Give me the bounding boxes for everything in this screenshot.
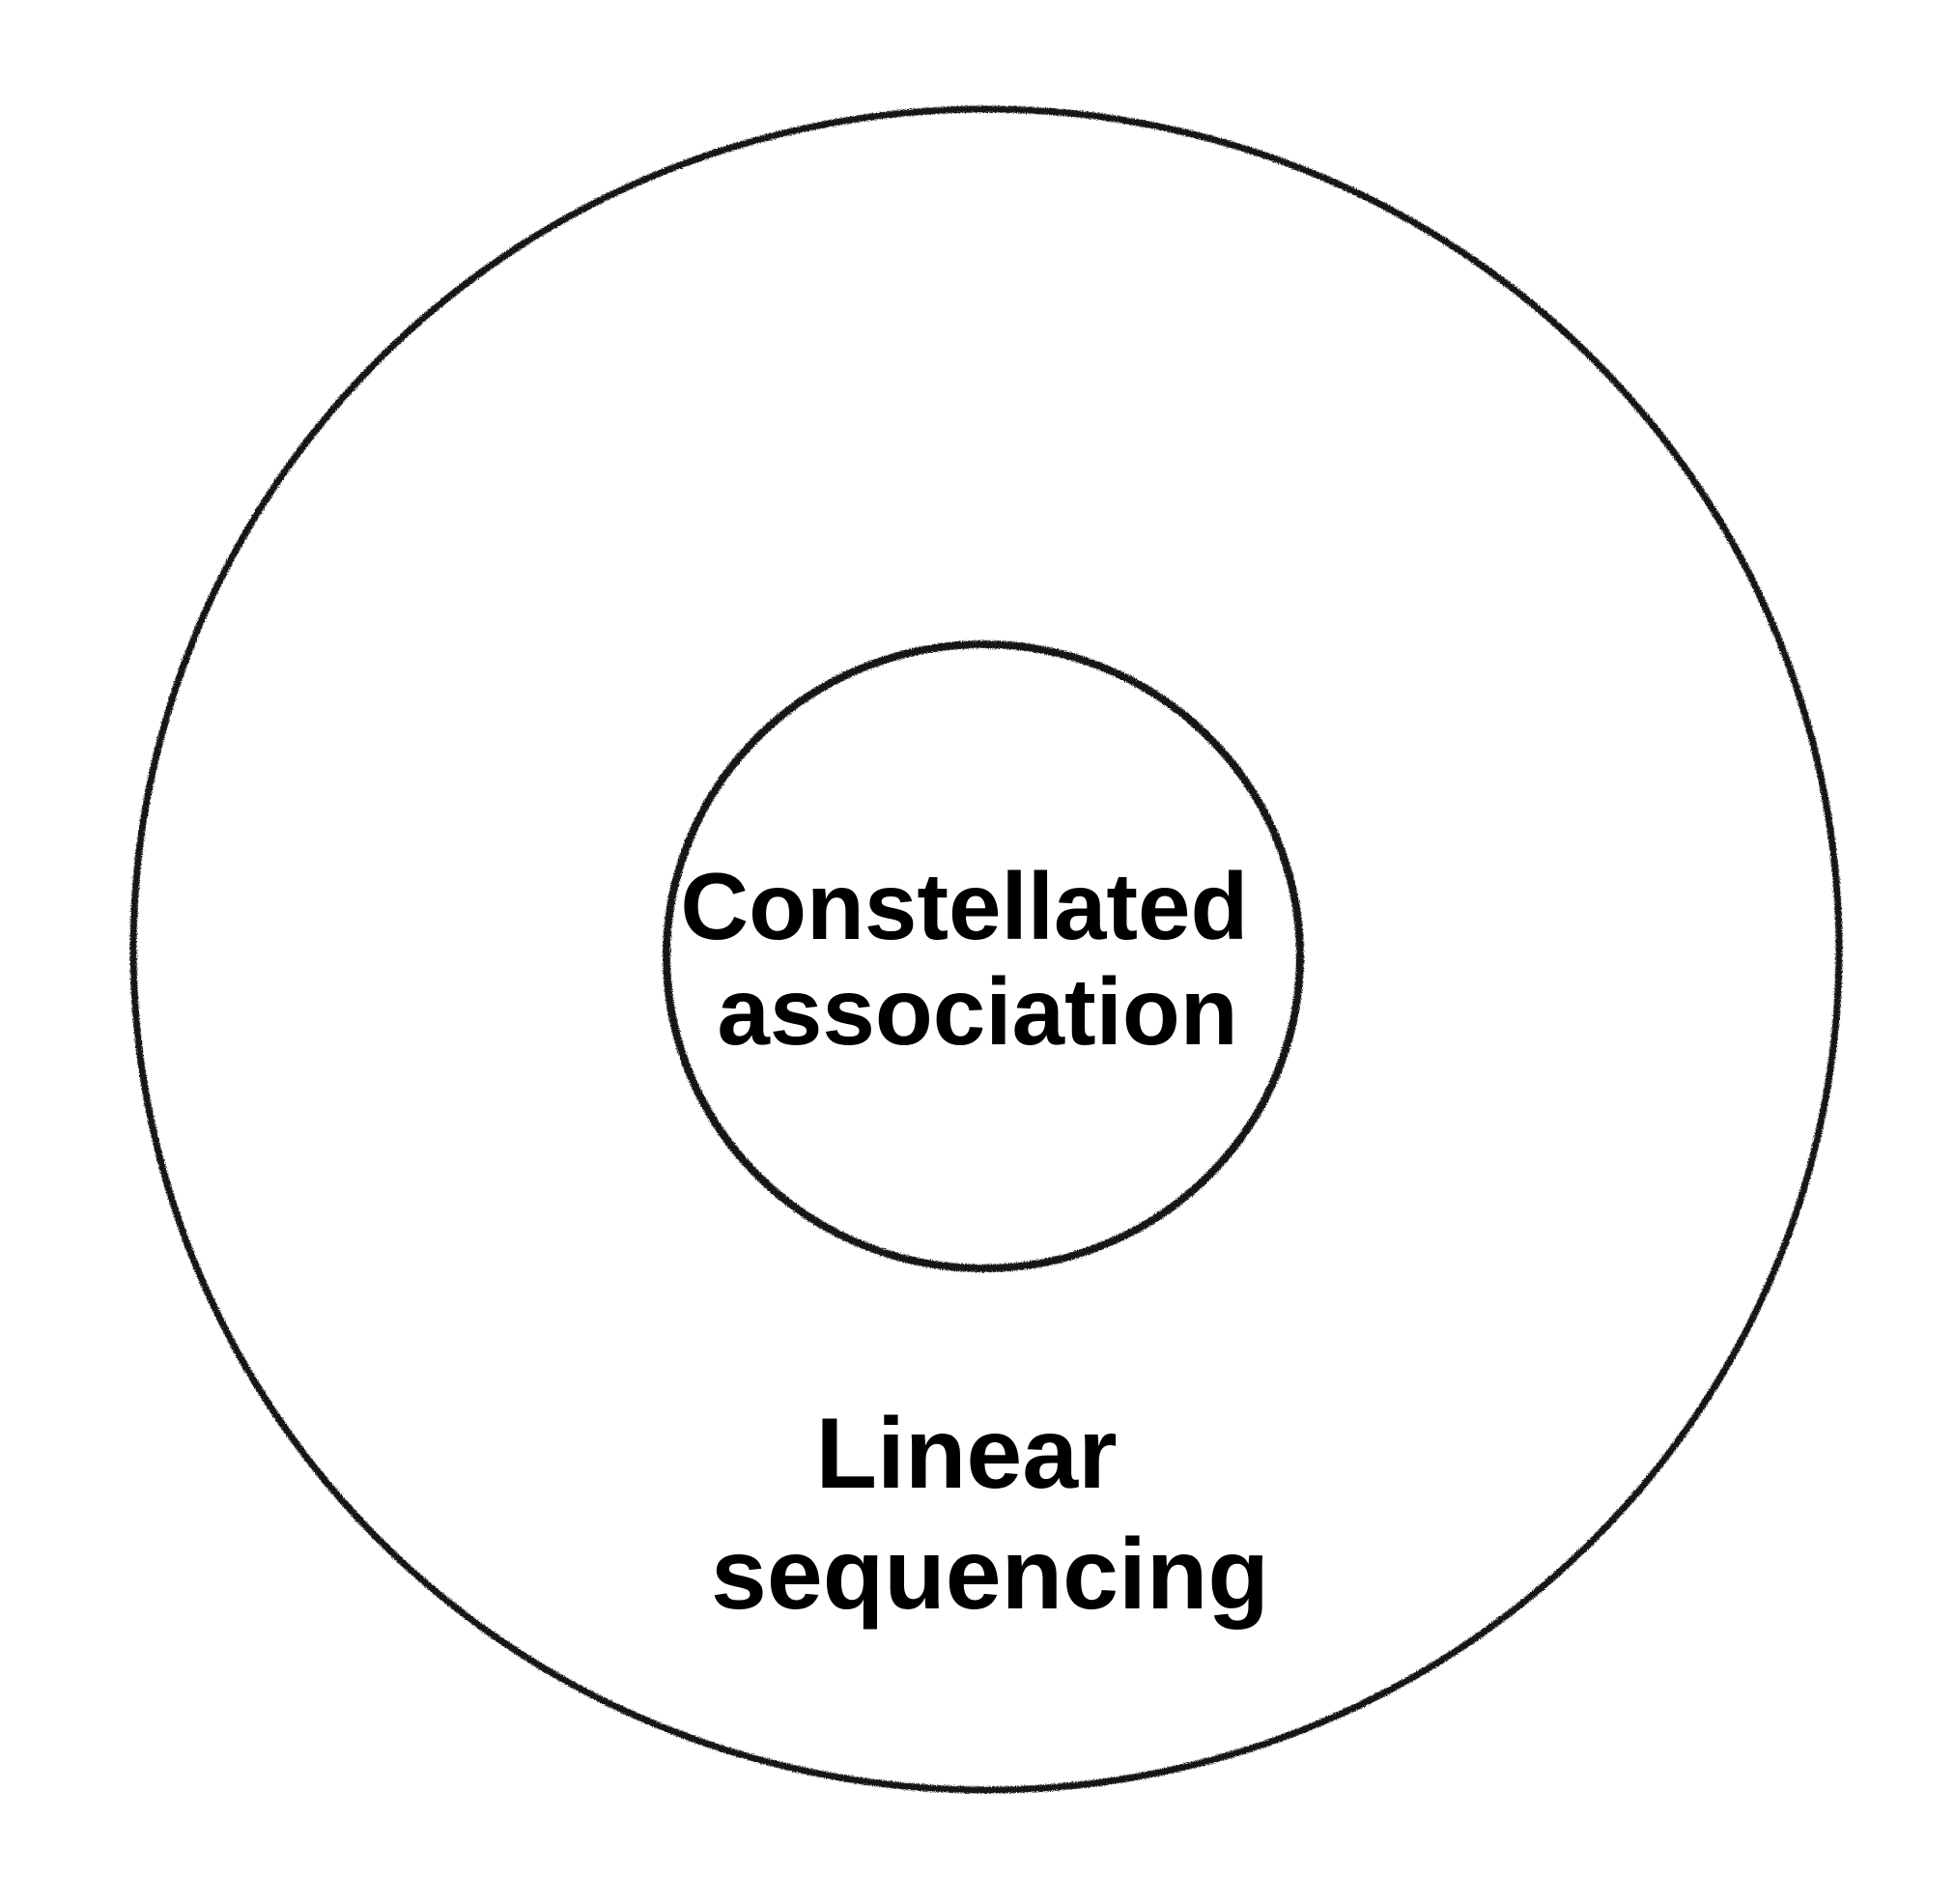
outer-label-line-1: Linear: [815, 1398, 1117, 1510]
inner-circle-label: Constellated association: [680, 853, 1274, 1065]
inner-label-line-1: Constellated: [680, 853, 1248, 959]
inner-label-line-2: association: [717, 958, 1237, 1065]
outer-label-line-2: sequencing: [711, 1519, 1269, 1631]
outer-circle-label: Linear sequencing: [711, 1398, 1269, 1631]
inner-circle: [663, 640, 1304, 1272]
outer-circle: [129, 105, 1843, 1794]
